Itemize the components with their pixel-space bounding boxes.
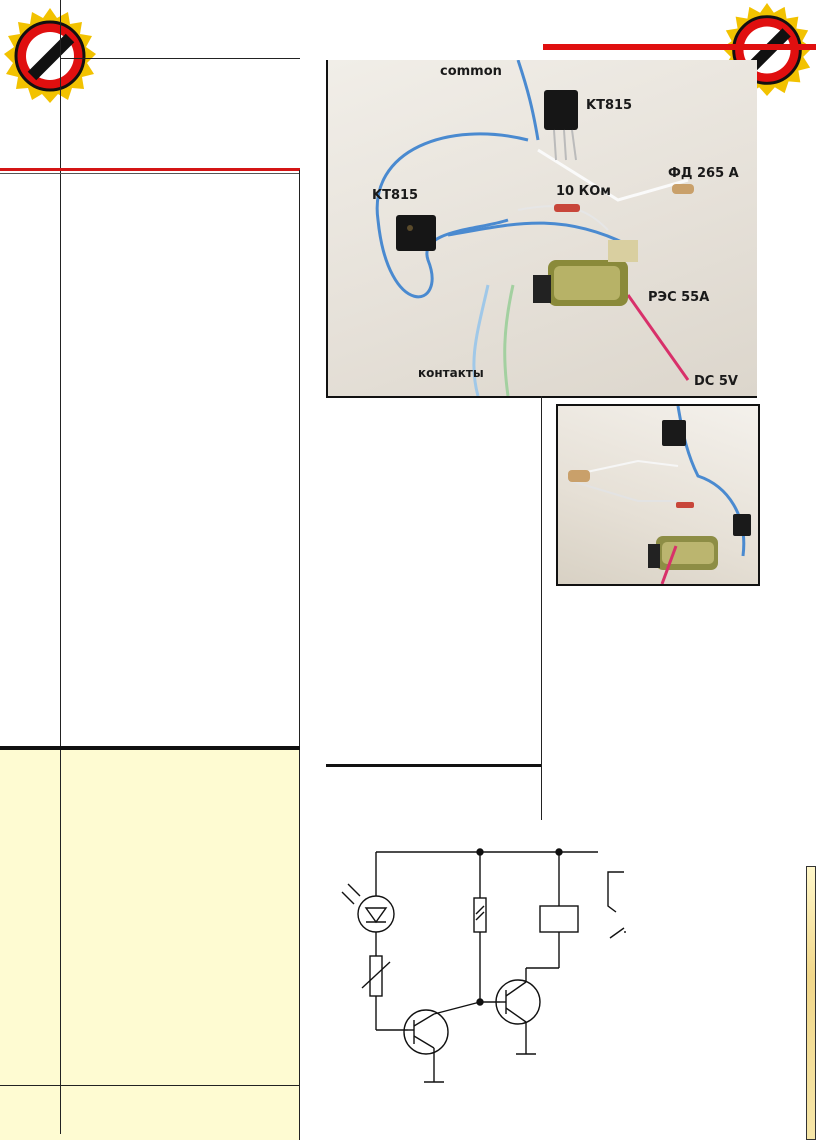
label-power: DC 5V [694,374,738,389]
label-resistor: 10 КОм [556,184,611,199]
circuit-photo-illustration [375,60,694,396]
transistor-2-symbol [495,979,541,1025]
small-photo-illustration [567,406,751,584]
label-photodiode: ФД 265 А [668,166,739,181]
middle-black-rule [326,764,541,767]
side-color-strip [806,866,816,1140]
header-red-bar [543,44,816,50]
transistor-1-symbol [403,1009,449,1055]
left-bottom-rule [0,1085,300,1086]
label-kt815-left: KT815 [372,188,419,203]
relay-coil-symbol [539,905,579,933]
left-red-rule [0,168,300,171]
left-top-rule [60,58,300,59]
circuit-photo-small [556,404,760,586]
left-black-rule [0,746,300,750]
photodiode-symbol [357,895,395,933]
label-common: common [440,64,502,79]
resistor-symbol [473,897,487,933]
variable-resistor-symbol [369,955,383,997]
left-column-border [299,170,300,1140]
label-kt815-top: KT815 [586,98,633,113]
relay-contacts-symbol [607,871,624,913]
middle-column-divider [541,396,542,820]
label-relay: РЭС 55А [648,290,710,305]
left-column-divider [60,0,61,1134]
prohibited-icon-left [4,8,96,103]
circuit-photo: common KT815 KT815 ФД 265 А 10 КОм РЭС 5… [326,60,757,398]
label-contacts: контакты [418,366,484,380]
sidebar-yellow-panel [0,748,300,1140]
circuit-schematic [341,848,626,1083]
left-thin-rule [0,173,300,174]
